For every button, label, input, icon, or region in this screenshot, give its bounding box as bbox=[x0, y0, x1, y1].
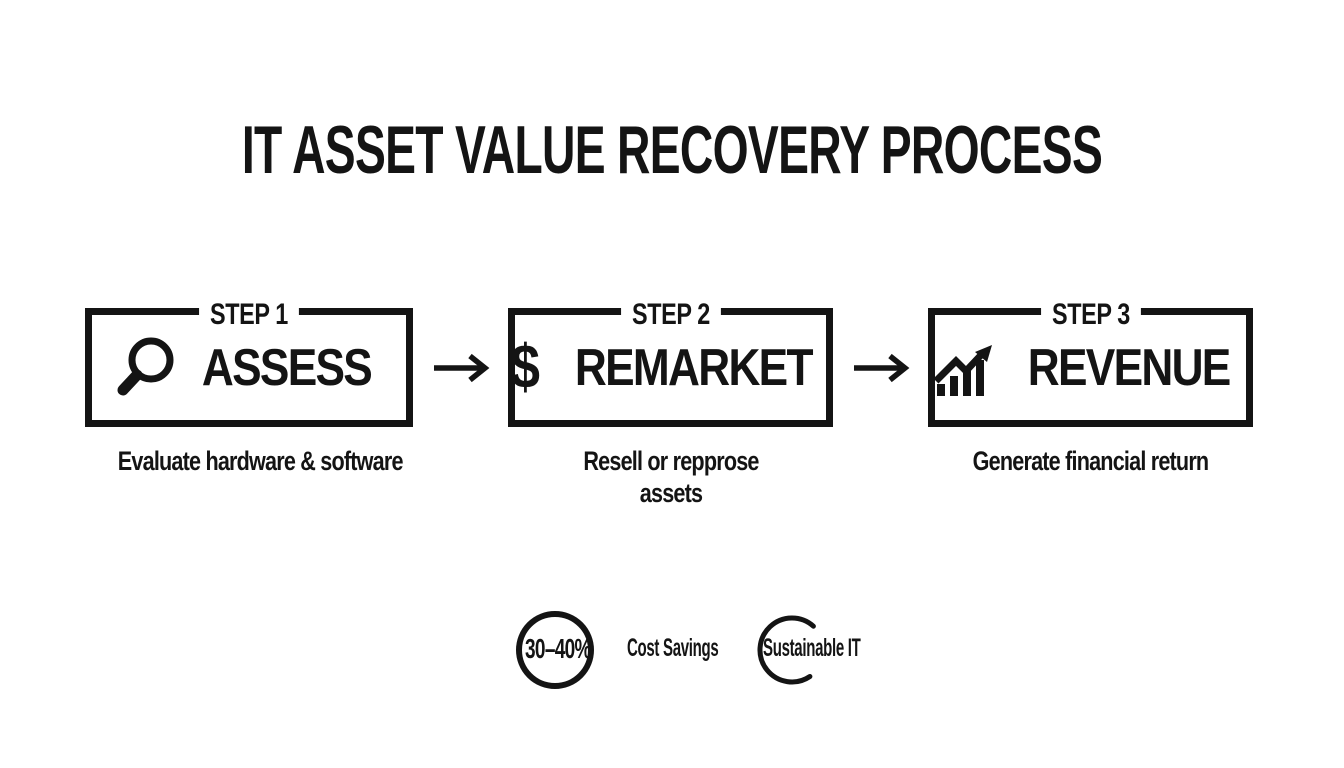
step-remarket-label-wrap: STEP 2 bbox=[515, 298, 826, 332]
step-assess-label: STEP 1 bbox=[199, 298, 299, 332]
step-revenue-label-wrap: STEP 3 bbox=[935, 298, 1246, 332]
step-assess-description: Evaluate hardware & software bbox=[117, 446, 404, 476]
step-remarket-description: Resell or repprose assets bbox=[582, 446, 759, 508]
arrow-right-icon bbox=[432, 353, 490, 383]
process-steps-row: STEP 1 ASSESS Evaluate hardware & softwa… bbox=[85, 298, 1253, 509]
step-assess: STEP 1 ASSESS Evaluate hardware & softwa… bbox=[85, 298, 413, 477]
sustainable-it-label: Sustainable IT bbox=[763, 634, 861, 662]
sustainability-circle-icon bbox=[755, 613, 829, 687]
cost-savings-value: 30–40% bbox=[525, 633, 591, 664]
step-revenue: STEP 3 REVENUE Generate financial return bbox=[928, 298, 1253, 477]
step-assess-name: ASSESS bbox=[201, 338, 372, 397]
page-title: IT ASSET VALUE RECOVERY PROCESS bbox=[241, 112, 1103, 188]
step-revenue-description: Generate financial return bbox=[972, 446, 1209, 476]
step-assess-label-wrap: STEP 1 bbox=[92, 298, 406, 332]
step-assess-box: STEP 1 ASSESS bbox=[85, 298, 413, 427]
step-revenue-label: STEP 3 bbox=[1040, 298, 1141, 332]
cost-savings-label: Cost Savings bbox=[627, 634, 719, 662]
step-remarket-box: STEP 2 $ REMARKET bbox=[508, 298, 833, 427]
bar-chart-icon bbox=[933, 339, 998, 397]
percentage-circle-icon bbox=[516, 611, 594, 689]
step-revenue-box: STEP 3 REVENUE bbox=[928, 298, 1253, 427]
magnifier-icon bbox=[113, 336, 175, 400]
arrow-right-icon bbox=[852, 353, 910, 383]
dollar-icon: $ bbox=[510, 332, 540, 402]
step-remarket-label: STEP 2 bbox=[620, 298, 721, 332]
step-remarket-name: REMARKET bbox=[575, 338, 814, 397]
step-remarket: STEP 2 $ REMARKET Resell or repprose ass… bbox=[508, 298, 833, 509]
step-revenue-name: REVENUE bbox=[1027, 338, 1231, 397]
